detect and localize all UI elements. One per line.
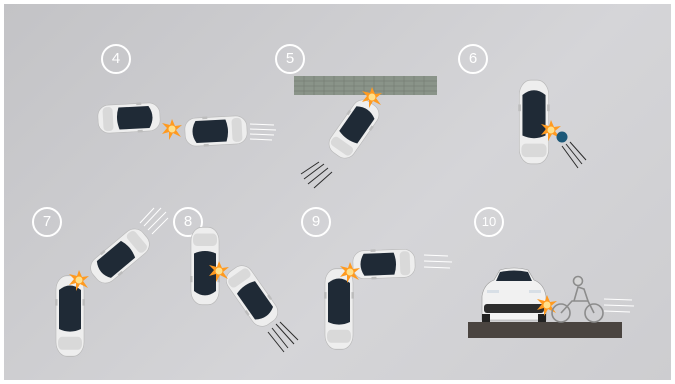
- pedestrian: [557, 132, 568, 143]
- scenario-10-scene: [468, 268, 634, 338]
- car-vertical: [324, 269, 354, 350]
- ground-platform: [468, 322, 622, 338]
- car-diagonal: [85, 224, 154, 289]
- motion-lines: [301, 162, 332, 188]
- car: [324, 95, 384, 163]
- car-horizontal: [352, 248, 415, 280]
- scenario-7-scene: [55, 208, 168, 356]
- car-front-view: [482, 268, 546, 322]
- motion-lines: [424, 255, 452, 268]
- scenario-9-scene: [324, 248, 452, 349]
- impact-flash: [162, 119, 182, 140]
- motion-lines: [604, 299, 634, 312]
- scenario-4-scene: [97, 101, 276, 147]
- car-left: [97, 101, 160, 134]
- car-diagonal: [221, 261, 283, 332]
- scenario-8-scene: [190, 227, 298, 352]
- car-vertical: [190, 227, 220, 305]
- car: [518, 80, 550, 164]
- motion-lines: [140, 208, 168, 234]
- motion-lines: [268, 322, 298, 352]
- scenario-5-scene: [294, 76, 437, 188]
- motion-lines: [562, 142, 586, 168]
- scenario-canvas: 4 5 6 7 8 9 10: [4, 4, 671, 380]
- car-right: [184, 114, 247, 147]
- scenario-6-scene: [518, 80, 586, 168]
- collision-scenes: [4, 4, 671, 380]
- car-vertical: [55, 276, 85, 357]
- motion-lines: [250, 124, 276, 140]
- motorcycle-rider: [552, 277, 603, 323]
